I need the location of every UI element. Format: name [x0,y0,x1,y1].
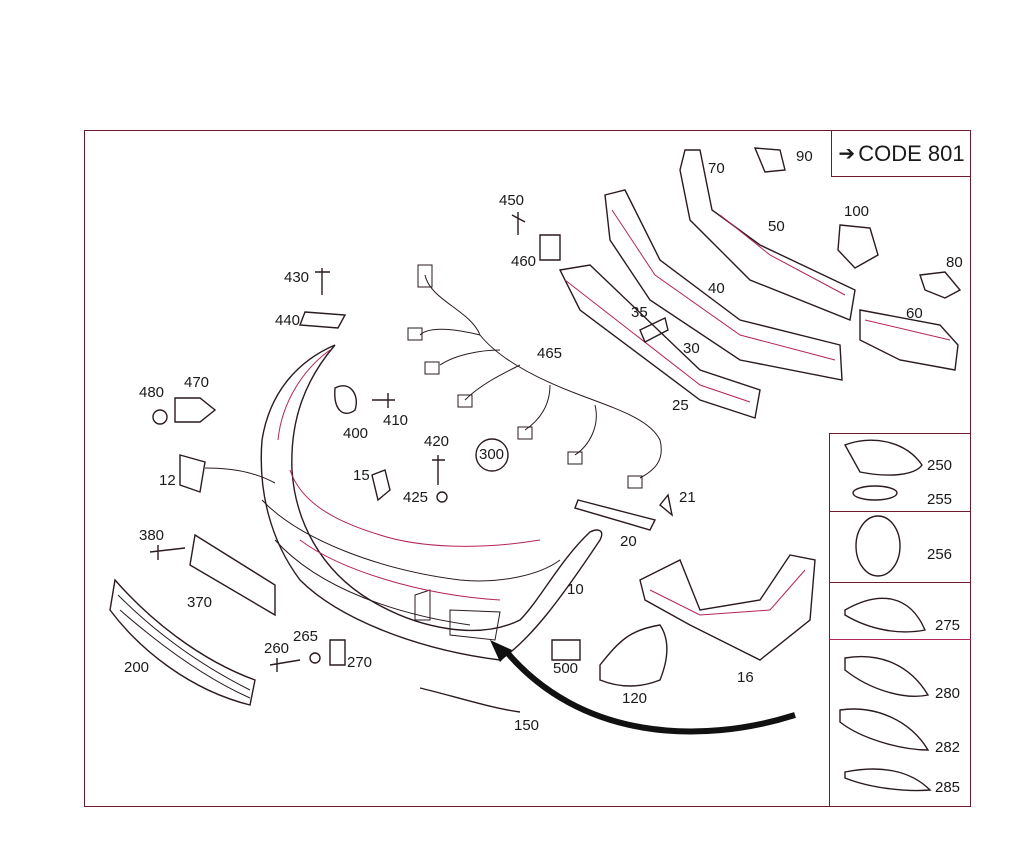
part-280-drawing [844,655,930,697]
callout-420: 420 [424,433,450,450]
side-panel-4 [829,639,971,807]
part-255-drawing [852,485,898,501]
part-250-drawing [844,439,923,476]
callout-16: 16 [737,669,754,686]
part-35-drawing [639,316,669,343]
liner-part [599,624,668,687]
callout-70: 70 [708,160,725,177]
part-410-bolt [372,393,395,408]
callout-120: 120 [622,690,648,707]
part-15-drawing [371,469,391,502]
part-285-drawing [844,768,932,792]
bumper-cover-part [260,344,603,661]
part-500-clip [551,639,581,661]
part-256-drawing [855,515,901,577]
part-100-drawing [837,224,879,269]
part-20-drawing [574,499,657,531]
callout-20: 20 [620,533,637,550]
callout-21: 21 [679,489,696,506]
callout-260: 260 [264,640,290,657]
callout-450: 450 [499,192,525,209]
callout-370: 370 [187,594,213,611]
part-300-circle [475,438,509,472]
part-260-bolt [269,658,301,672]
part-275-drawing [844,597,926,633]
part-425-washer [436,491,448,503]
callout-425: 425 [403,489,429,506]
part-430-bolt [315,268,330,295]
trim-strip-part [419,687,521,713]
part-270-clip [329,639,346,666]
callout-150: 150 [514,717,540,734]
code-label: CODE 801 [858,140,965,166]
wiring-harness-part [407,264,662,489]
callout-40: 40 [708,280,725,297]
part-282-drawing [839,708,930,751]
part-380-bolt [149,545,186,560]
corner-bracket-part [639,554,816,661]
callout-50: 50 [768,218,785,235]
callout-282: 282 [935,739,961,756]
lower-grille-part [109,578,256,706]
absorber-parts [558,149,959,419]
callout-400: 400 [343,425,369,442]
callout-465: 465 [537,345,563,362]
side-panel-3 [829,582,971,640]
part-440-clip [299,311,347,329]
callout-80: 80 [946,254,963,271]
arrowhead-icon [490,640,512,662]
pointer-arrow [502,648,796,735]
callout-480: 480 [139,384,165,401]
callout-255: 255 [927,491,953,508]
callout-35: 35 [631,304,648,321]
plate-bracket-part [189,533,276,617]
callout-30: 30 [683,340,700,357]
callout-90: 90 [796,148,813,165]
callout-410: 410 [383,412,409,429]
callout-440: 440 [275,312,301,329]
callout-380: 380 [139,527,165,544]
callout-265: 265 [293,628,319,645]
code-box: ➔ CODE 801 [831,131,971,177]
callout-280: 280 [935,685,961,702]
part-480-ring [152,409,168,425]
callout-100: 100 [844,203,870,220]
side-panel-2 [829,511,971,583]
callout-285: 285 [935,779,961,796]
callout-270: 270 [347,654,373,671]
callout-460: 460 [511,253,537,270]
part-460-nut [539,234,561,261]
side-panel-1 [829,433,971,512]
callout-500: 500 [553,660,579,677]
part-400-drawing [334,385,357,415]
callout-275: 275 [935,617,961,634]
callout-250: 250 [927,457,953,474]
callout-25: 25 [672,397,689,414]
part-21-drawing [659,493,674,517]
part-265-washer [309,652,321,664]
callout-470: 470 [184,374,210,391]
callout-256: 256 [927,546,953,563]
part-420-bolt [432,455,445,485]
part-450-screw [511,212,526,235]
callout-430: 430 [284,269,310,286]
callout-12: 12 [159,472,176,489]
callout-10: 10 [567,581,584,598]
part-90-drawing [753,147,786,173]
callout-300: 300 [479,446,505,463]
part-12-drawing [179,454,206,493]
callout-15: 15 [353,467,370,484]
part-80-drawing [919,271,962,299]
callout-200: 200 [124,659,150,676]
arrow-right-icon: ➔ [838,143,856,165]
part-470-sensor [174,397,217,423]
diagram-frame [84,130,971,807]
callout-60: 60 [906,305,923,322]
